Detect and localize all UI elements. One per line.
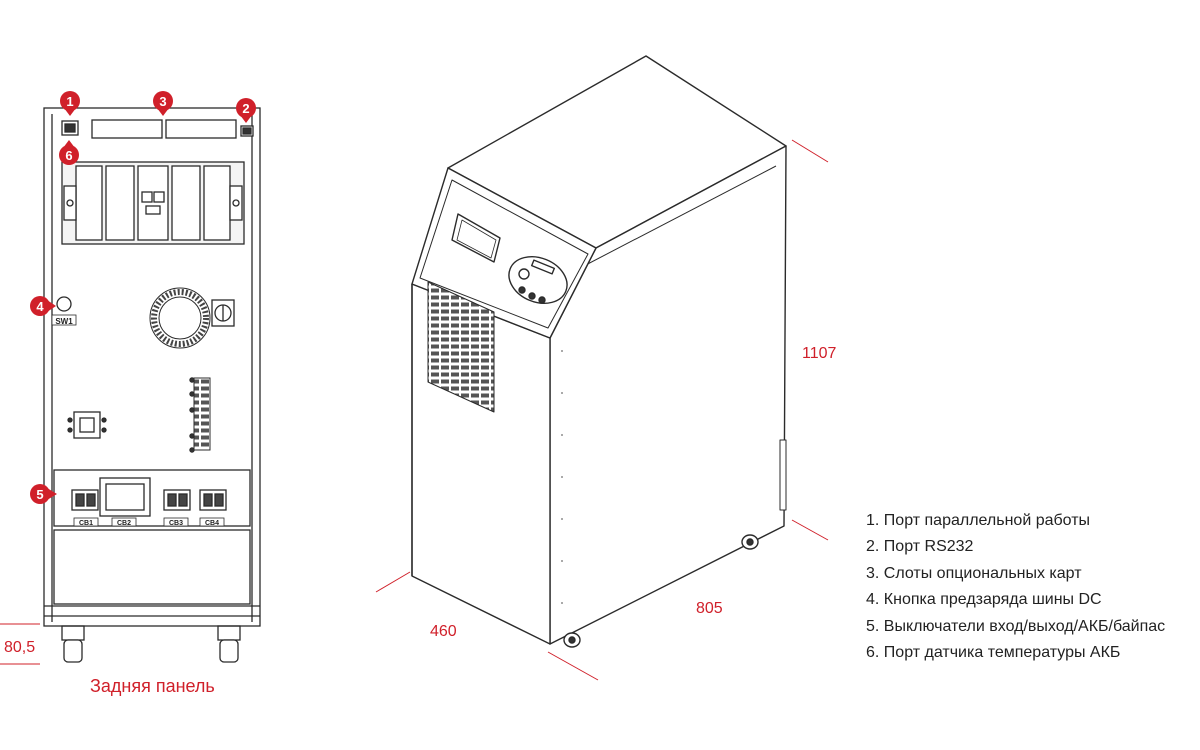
parallel-port — [61, 120, 79, 136]
rear-panel — [43, 107, 261, 663]
dimension-height: 1107 — [802, 345, 837, 362]
rear-casters — [61, 625, 241, 663]
callout-number-1: 1 — [66, 94, 73, 109]
switch-label: SW1 — [55, 317, 73, 326]
legend-item: 5. Выключатели вход/выход/АКБ/байпас — [866, 617, 1166, 635]
callout-number-2: 2 — [242, 101, 249, 116]
breaker-label-cb3: CB3 — [169, 520, 183, 527]
cooling-fan — [149, 287, 211, 349]
dimension-width: 460 — [430, 623, 457, 640]
rear-panel-frame — [43, 107, 261, 627]
option-slot-2 — [165, 119, 237, 139]
dimension-depth: 805 — [696, 600, 723, 617]
legend-item: 1. Порт параллельной работы — [866, 512, 1091, 529]
callout-marker-6: 6 — [59, 140, 79, 165]
legend-item: 3. Слоты опциональных карт — [866, 564, 1082, 582]
callout-marker-4: 4 — [30, 296, 56, 316]
callout-marker-2: 2 — [236, 98, 256, 123]
callout-number-5: 5 — [36, 487, 43, 502]
breaker-label-cb2: CB2 — [117, 520, 131, 527]
breaker-label-cb1: CB1 — [79, 520, 93, 527]
legend-item: 4. Кнопка предзаряда шины DC — [866, 591, 1102, 609]
dimension-lines — [375, 139, 829, 681]
lower-cover — [53, 529, 251, 605]
ups-front-casters — [563, 534, 759, 648]
breaker-cb3 — [163, 489, 191, 511]
terminal-strip — [189, 377, 211, 453]
callout-marker-1: 1 — [60, 91, 80, 116]
callout-number-3: 3 — [159, 94, 166, 109]
ups-vent-grille — [427, 281, 495, 413]
callout-marker-5: 5 — [30, 484, 57, 504]
callout-marker-3: 3 — [153, 91, 173, 116]
breaker-cb4 — [199, 489, 227, 511]
precharge-button — [56, 296, 72, 312]
legend-item: 6. Порт датчика температуры АКБ — [866, 644, 1121, 662]
rs232-port — [240, 125, 254, 137]
legend-list: 1. Порт параллельной работы 2. Порт RS23… — [866, 508, 1165, 666]
callout-number-4: 4 — [36, 299, 44, 314]
breaker-cb1 — [71, 489, 99, 511]
rear-panel-caption: Задняя панель — [90, 676, 215, 696]
option-slot-1 — [91, 119, 163, 139]
breaker-cb2 — [99, 477, 151, 517]
dimension-base: 80,5 — [4, 639, 35, 656]
ups-button-cluster — [508, 256, 568, 304]
breaker-label-cb4: CB4 — [205, 520, 219, 527]
legend-item: 2. Порт RS232 — [866, 538, 974, 556]
ups-isometric-view — [411, 55, 787, 648]
breaker-panel — [53, 469, 251, 527]
ups-lcd-display — [451, 213, 501, 263]
aux-connector — [67, 411, 107, 439]
rotary-switch — [211, 299, 235, 327]
base-dimension-lines — [0, 623, 40, 665]
upper-terminal-block — [61, 161, 245, 245]
callout-number-6: 6 — [65, 148, 72, 163]
